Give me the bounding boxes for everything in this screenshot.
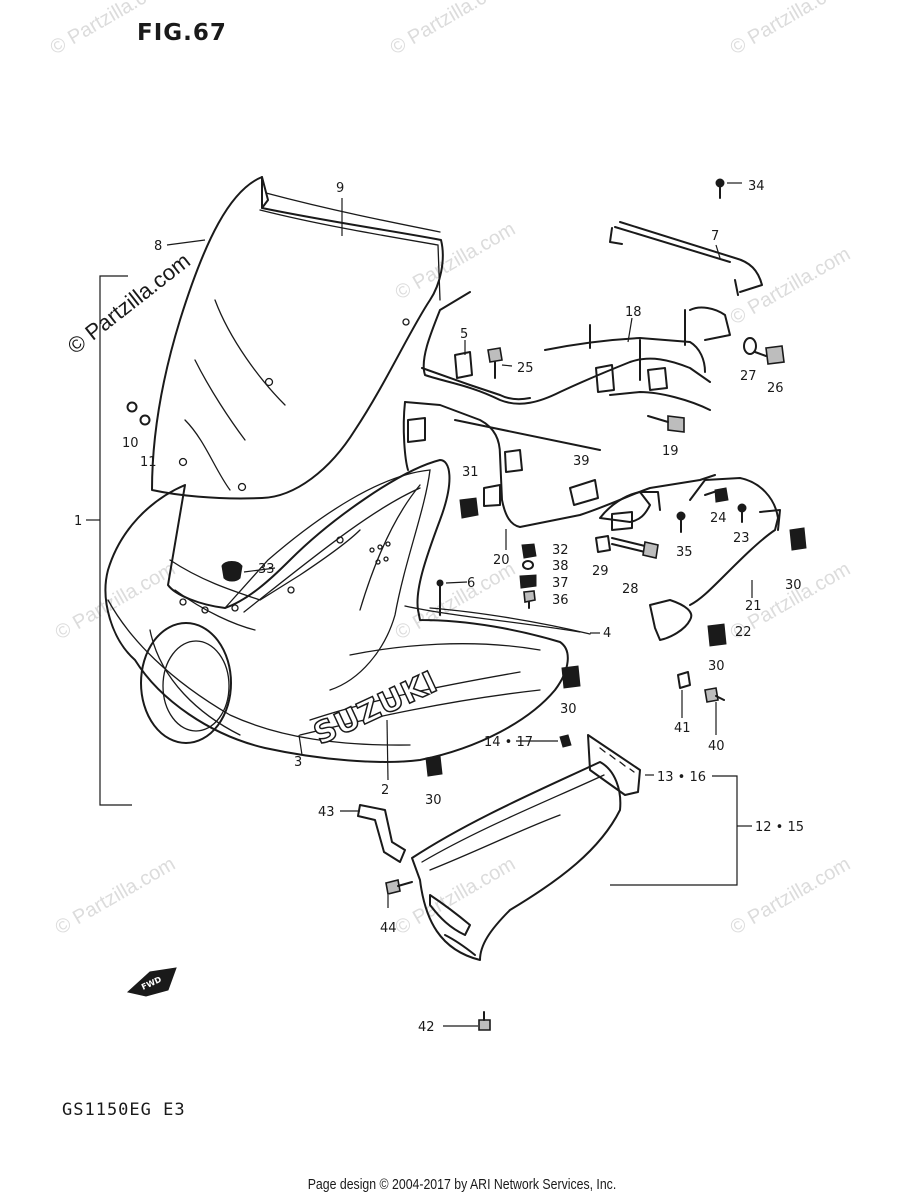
part-label-30-c: 30 <box>560 702 577 717</box>
part-label-12-15: 12 • 15 <box>755 820 804 835</box>
watermark: © Partzilla.com <box>392 218 520 304</box>
part-label-31: 31 <box>462 465 479 480</box>
part-label-28: 28 <box>622 582 639 597</box>
part-label-5: 5 <box>460 327 468 342</box>
watermark: © Partzilla.com <box>727 243 855 329</box>
watermark: © Partzilla.com <box>392 558 520 644</box>
part-label-20: 20 <box>493 553 510 568</box>
part-label-26: 26 <box>767 381 784 396</box>
part-label-30-a: 30 <box>785 578 802 593</box>
part-label-42: 42 <box>418 1020 435 1035</box>
part-label-2: 2 <box>381 783 389 798</box>
hardware <box>126 178 807 1031</box>
part-label-37: 37 <box>552 576 569 591</box>
part-label-21: 21 <box>745 599 762 614</box>
model-code: GS1150EG E3 <box>62 1100 186 1120</box>
part-label-35: 35 <box>676 545 693 560</box>
fairing-stay-frame <box>402 221 781 641</box>
part-label-18: 18 <box>625 305 642 320</box>
part-label-25: 25 <box>517 361 534 376</box>
part-label-40: 40 <box>708 739 725 754</box>
part-label-27: 27 <box>740 369 757 384</box>
part-label-44: 44 <box>380 921 397 936</box>
part-label-41: 41 <box>674 721 691 736</box>
watermark: © Partzilla.com <box>52 853 180 939</box>
fairing-body: SUZUKI <box>104 459 581 763</box>
windscreen <box>151 176 444 500</box>
watermark: © Partzilla.com <box>387 0 515 59</box>
watermark: © Partzilla.com <box>392 853 520 939</box>
part-label-32: 32 <box>552 543 569 558</box>
part-label-24: 24 <box>710 511 727 526</box>
part-label-14-17: 14 • 17 <box>484 735 533 750</box>
leader-lines <box>166 182 753 1027</box>
watermark: © Partzilla.com <box>727 0 855 59</box>
watermark: © Partzilla.com <box>727 853 855 939</box>
part-label-34: 34 <box>748 179 765 194</box>
part-label-19: 19 <box>662 444 679 459</box>
bracket-43 <box>357 804 406 863</box>
part-label-36: 36 <box>552 593 569 608</box>
part-label-33: 33 <box>258 562 275 577</box>
part-label-1: 1 <box>74 514 82 529</box>
part-label-9: 9 <box>336 181 344 196</box>
part-label-3: 3 <box>294 755 302 770</box>
part-label-8: 8 <box>154 239 162 254</box>
part-label-10: 10 <box>122 436 139 451</box>
part-label-30-b: 30 <box>708 659 725 674</box>
part-label-13-16: 13 • 16 <box>657 770 706 785</box>
part-label-4: 4 <box>603 626 611 641</box>
part-label-38: 38 <box>552 559 569 574</box>
part-label-6: 6 <box>467 576 475 591</box>
watermark: © Partzilla.com <box>47 0 175 59</box>
lower-cover <box>411 734 641 961</box>
part-label-29: 29 <box>592 564 609 579</box>
fwd-arrow: FWD <box>126 967 177 997</box>
figure-title: FIG.67 <box>137 20 227 46</box>
part-label-43: 43 <box>318 805 335 820</box>
part-label-30-d: 30 <box>425 793 442 808</box>
part-label-11: 11 <box>140 455 157 470</box>
assembly-bracket-1 <box>86 275 132 806</box>
page-footer: Page design © 2004-2017 by ARI Network S… <box>307 1176 617 1193</box>
watermarks: © Partzilla.com © Partzilla.com © Partzi… <box>47 0 855 939</box>
part-label-23: 23 <box>733 531 750 546</box>
part-label-39: 39 <box>573 454 590 469</box>
part-label-7: 7 <box>711 229 719 244</box>
part-label-22: 22 <box>735 625 752 640</box>
part-labels: 9 8 34 7 18 5 25 27 26 19 10 11 1 31 39 … <box>74 179 804 1035</box>
watermark-dark: © Partzilla.com <box>63 248 195 359</box>
